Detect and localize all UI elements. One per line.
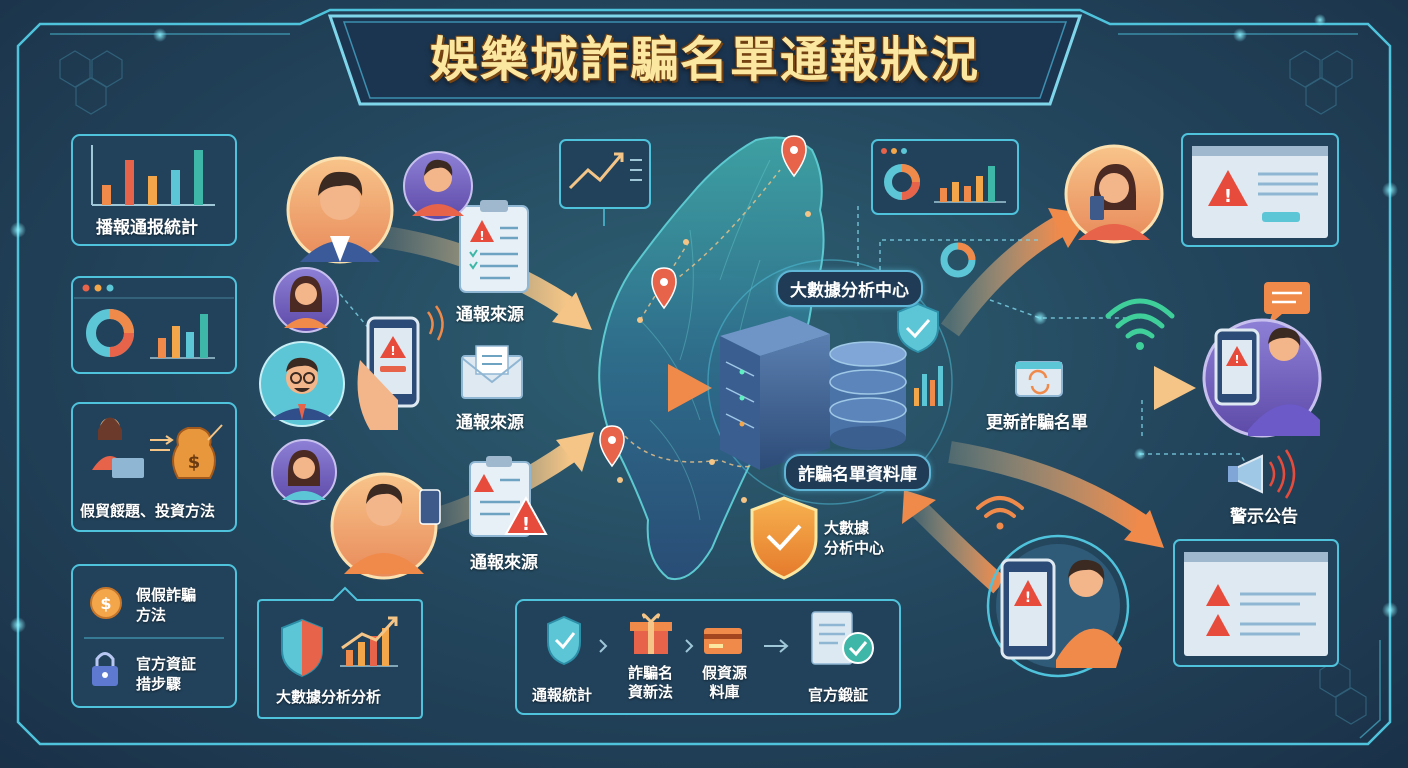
svg-text:!: ! — [1224, 186, 1232, 207]
database-icon — [829, 341, 943, 450]
warning-notice-label: 警示公告 — [1230, 507, 1298, 527]
report-source-label-1: 通報來源 — [456, 305, 524, 325]
flow-step-4-label: 官方鍛証 — [808, 686, 869, 704]
orange-shield-icon — [750, 496, 818, 580]
frame-glow-dots — [10, 14, 1398, 633]
flow-step-3-label: 假資源 料庫 — [702, 664, 748, 701]
taiwan-map — [598, 136, 825, 581]
flow-panel — [515, 599, 901, 715]
analysis-center-label-2: 大數據 分析中心 — [824, 519, 885, 557]
shield-check-icon — [897, 302, 939, 354]
phone-alert-icon: ! — [357, 305, 444, 430]
analysis-center-pill: 大數據分析中心 — [776, 270, 923, 307]
browser-alert-icon-2 — [1173, 539, 1339, 667]
server-icon — [720, 316, 830, 470]
avatar-man-suit — [286, 156, 394, 264]
avatar-man-phone-right: ! — [1202, 318, 1322, 438]
fake-method-label: 假假詐騙 方法 — [136, 586, 197, 624]
left-panel-methods: $ — [71, 564, 237, 708]
avatar-man-phone — [330, 472, 441, 580]
left-panel-stats — [71, 134, 237, 246]
avatar-woman-phone-right — [1064, 144, 1164, 244]
avatar-woman-2 — [271, 439, 337, 505]
top-line-chart-panel — [559, 139, 651, 226]
small-donut-icon — [940, 242, 976, 278]
svg-text:$: $ — [188, 452, 201, 473]
scam-invest-label: 假貿餒題、投資方法 — [80, 502, 216, 520]
wifi-icon — [1105, 298, 1175, 350]
flow-step-2-label: 詐騙名 資新法 — [628, 664, 674, 701]
top-dashboard-panel — [871, 139, 1019, 215]
wifi-icon-orange — [976, 496, 1024, 530]
update-list-label: 更新詐騙名單 — [986, 413, 1088, 433]
stats-label: 播報通报統計 — [96, 218, 198, 238]
flow-step-1-label: 通報統計 — [532, 686, 593, 704]
svg-text:!: ! — [522, 514, 530, 535]
svg-text:!: ! — [1025, 590, 1031, 606]
left-panel-scam-invest: $ — [71, 402, 237, 532]
svg-text:$: $ — [100, 594, 111, 613]
clipboard-alert-icon: ! — [459, 200, 529, 293]
megaphone-icon — [1228, 449, 1296, 499]
bigdata-panel — [257, 586, 423, 719]
svg-text:!: ! — [390, 344, 395, 358]
data-center-ring — [707, 259, 953, 505]
avatar-man-small — [403, 151, 473, 221]
bigdata-analysis-label: 大數據分析分析 — [276, 688, 382, 706]
page-title: 娛樂城詐騙名單通報狀況 — [429, 32, 980, 88]
map-pin-icon — [599, 135, 807, 468]
envelope-icon — [461, 345, 523, 399]
left-panel-dashboard — [71, 276, 237, 374]
browser-alert-icon: ! — [1181, 133, 1339, 247]
avatar-woman — [273, 267, 339, 333]
database-pill: 詐騙名單資料庫 — [784, 454, 931, 491]
clipboard-alert-icon-2: ! — [469, 456, 548, 537]
svg-text:!: ! — [1234, 353, 1239, 366]
avatar-man-glasses — [259, 341, 345, 427]
refresh-icon — [1015, 361, 1063, 397]
title-plate — [327, 14, 1083, 106]
avatar-man-phone-bottom: ! — [986, 534, 1130, 678]
svg-text:!: ! — [479, 229, 484, 243]
report-source-label-2: 通報來源 — [456, 413, 524, 433]
official-method-label: 官方資証 措步驟 — [136, 655, 197, 693]
report-source-label-3: 通報來源 — [470, 553, 538, 573]
